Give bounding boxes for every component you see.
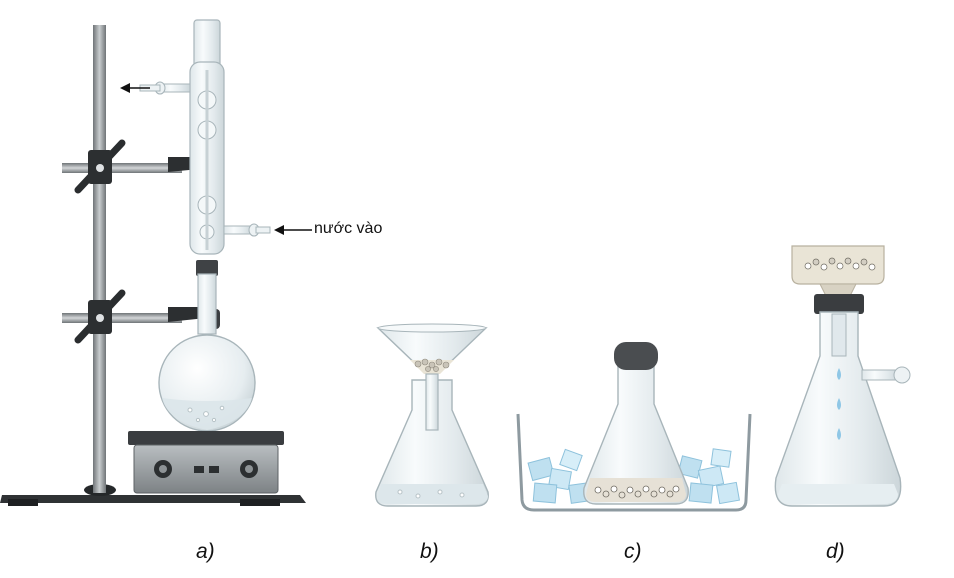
funnel-b (378, 324, 486, 430)
round-bottom-flask (159, 274, 255, 431)
clamp-screw-upper (96, 164, 104, 172)
buchner-funnel (792, 246, 884, 296)
flask-stopper-c (614, 342, 658, 370)
figure-label-b: b) (420, 540, 439, 564)
figure-b-filtration (376, 324, 489, 506)
stand-base-foot-left (8, 499, 38, 506)
hot-plate (128, 431, 284, 493)
figure-c-ice-bath (518, 342, 750, 510)
stand-base-foot-right (240, 499, 280, 506)
figure-label-c: c) (624, 540, 642, 564)
rubber-adapter (814, 294, 864, 314)
stand-rod (93, 25, 106, 493)
figure-label-d: d) (826, 540, 845, 564)
hot-plate-switch (194, 466, 204, 473)
lower-clamp (62, 293, 220, 340)
hot-plate-switch (209, 466, 219, 473)
reflux-condenser (140, 20, 270, 254)
figure-label-a: a) (196, 540, 215, 564)
water-in-label: nước vào (314, 220, 382, 238)
hot-plate-knob-left (154, 460, 172, 478)
arrow-left-icon (274, 225, 312, 235)
vacuum-side-arm (862, 367, 910, 383)
funnel-stem (832, 314, 846, 356)
clamp-screw-lower (96, 314, 104, 322)
hot-plate-knob-right (240, 460, 258, 478)
figure-d-vacuum-filtration (775, 246, 910, 506)
figure-a-reflux-apparatus (0, 20, 312, 506)
